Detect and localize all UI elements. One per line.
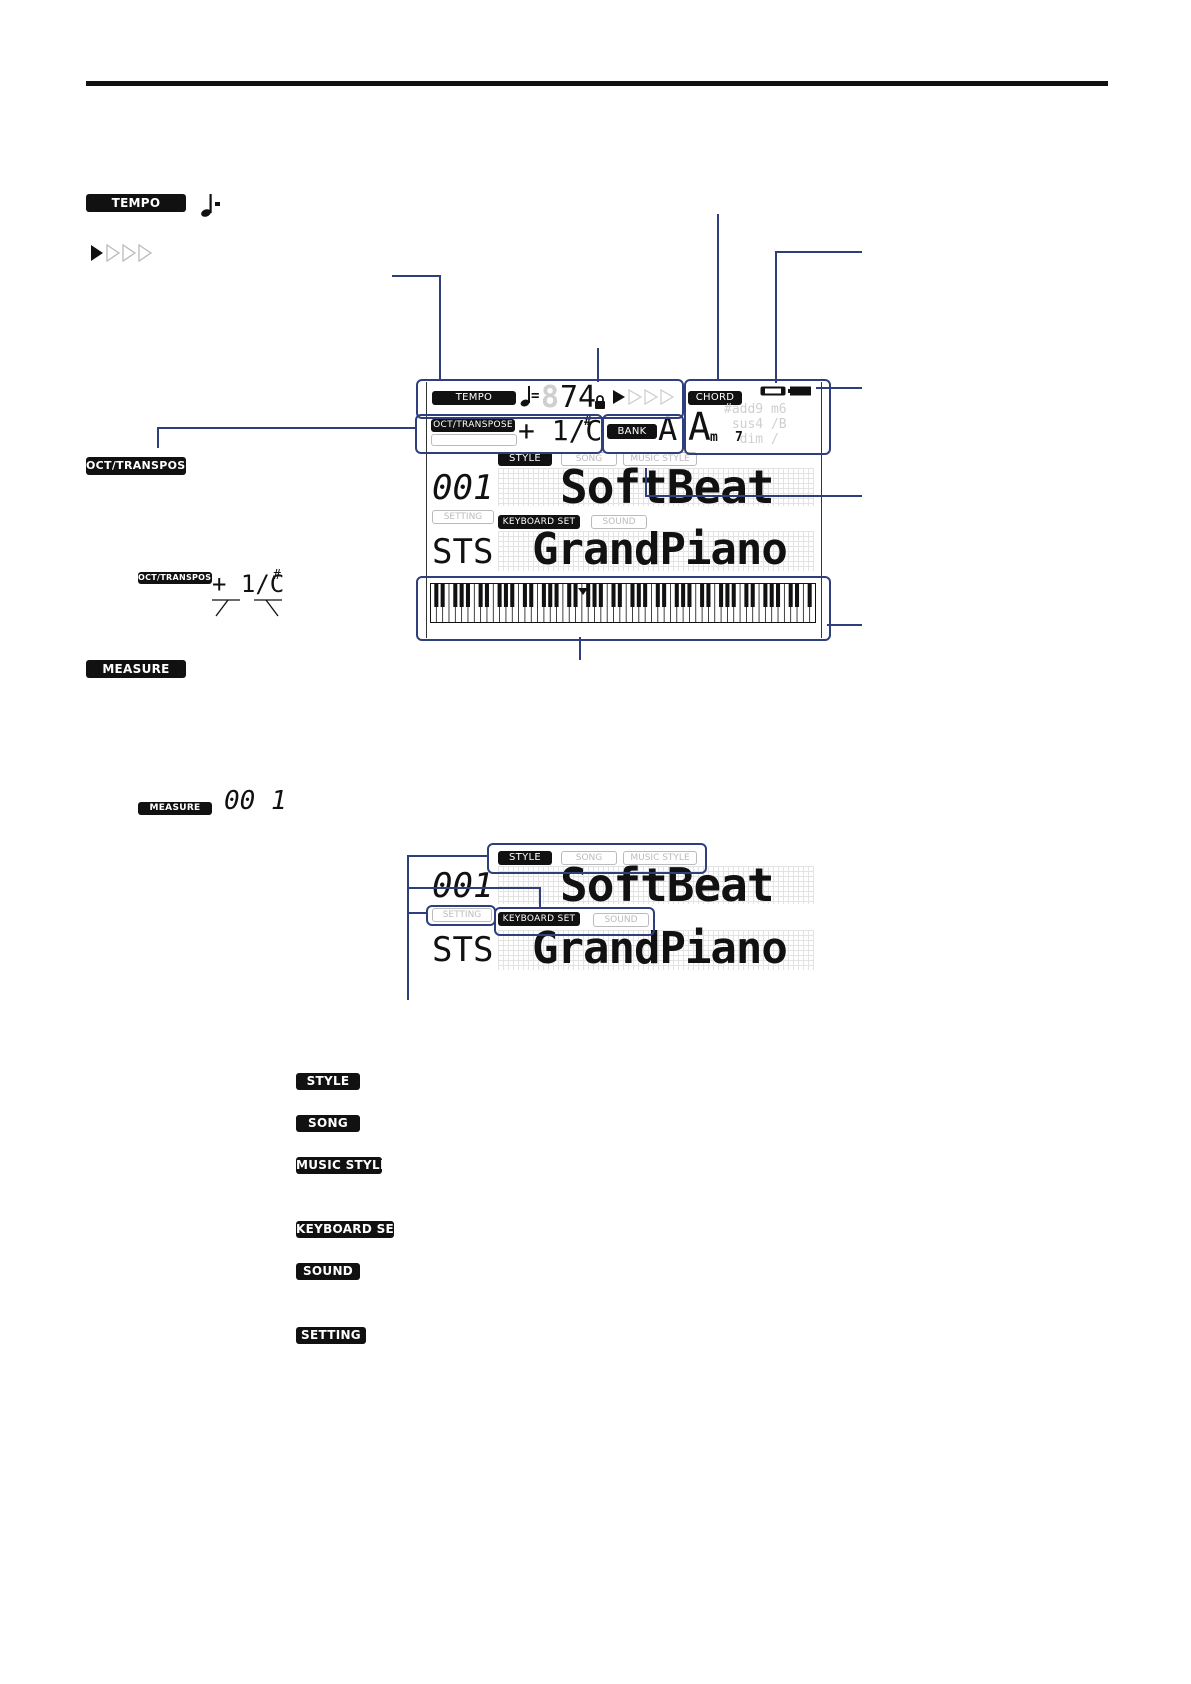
callout-keyboard-box	[416, 576, 831, 641]
lcd-chord-seventh: 7	[735, 430, 743, 445]
lcd-bank-value: A	[658, 410, 678, 448]
lcd-octave-value: + 1/C	[518, 414, 603, 447]
callout-bank-box	[602, 414, 684, 454]
octave-example-sharp: #	[273, 568, 281, 583]
lcd-chord-minor: m	[710, 430, 718, 445]
lcd-tempo-badge: TEMPO	[432, 391, 516, 405]
measure-example-value: 00 1	[224, 786, 287, 816]
lcd-keyboard-graphic	[430, 583, 816, 623]
lcd-beat-indicator-icon	[612, 388, 675, 406]
legend-song-badge: SONG	[296, 1115, 360, 1132]
detail-style-name: SoftBeat	[560, 858, 775, 912]
legend-setting-badge: SETTING	[296, 1327, 366, 1344]
legend-style-badge: STYLE	[296, 1073, 360, 1090]
lcd-set-number: STS	[432, 532, 494, 572]
legend-music-style-badge: MUSIC STYLE	[296, 1157, 389, 1174]
oct-transpose-small-badge: OCT/TRANSPOSE	[138, 572, 218, 584]
lcd-keyboard-set-badge: KEYBOARD SET	[498, 515, 580, 529]
lcd-oct-transpose-badge: OCT/TRANSPOSE	[431, 419, 515, 432]
detail-setting-badge: SETTING	[432, 908, 492, 922]
detail-style-badge: STYLE	[498, 851, 552, 865]
detail-song-badge: SONG	[561, 851, 617, 865]
lcd-note-equals: =	[531, 388, 540, 404]
lcd-sound-badge-ghost: SOUND	[591, 515, 647, 529]
detail-style-callout-box	[487, 843, 707, 874]
callout-chord-box	[684, 379, 831, 455]
lcd-style-name: SoftBeat	[560, 460, 775, 514]
octave-example-value: + 1/C	[212, 570, 285, 598]
measure-badge: MEASURE	[86, 660, 186, 678]
lcd-octave-sharp: #	[584, 414, 592, 428]
detail-style-number: 001	[432, 866, 494, 906]
legend-sound-badge: SOUND	[296, 1263, 360, 1280]
lcd-panel-outline	[426, 382, 822, 638]
detail-sound-dotmatrix	[498, 930, 814, 970]
keyboard-marker-icon	[578, 581, 588, 595]
measure-small-badge: MEASURE	[138, 802, 212, 815]
lcd-tempo-value: 74	[560, 380, 597, 415]
lcd-tempo-ghost-digit: 8	[541, 380, 560, 415]
lcd-bank-badge: BANK	[607, 424, 657, 439]
octave-example-pointers	[210, 594, 285, 618]
detail-setting-callout-box	[426, 905, 496, 926]
lcd-lock-icon	[594, 394, 606, 409]
lcd-chord-badge: CHORD	[688, 391, 742, 405]
callout-tempo-box	[416, 379, 684, 419]
detail-sound-name: GrandPiano	[532, 923, 788, 974]
lcd-chord-ghost-segments: #add9 m6 sus4 /B dim /	[724, 402, 787, 447]
detail-set-number: STS	[432, 930, 494, 970]
lcd-sound-name: GrandPiano	[532, 524, 788, 575]
tempo-badge: TEMPO	[86, 194, 186, 212]
lcd-chord-root: A	[688, 405, 711, 449]
lcd-sound-dotmatrix	[498, 531, 814, 571]
battery-icon	[788, 381, 812, 396]
lcd-style-badge: STYLE	[498, 452, 552, 466]
oct-transpose-badge: OCT/TRANSPOSE	[86, 457, 193, 475]
detail-sound-badge: SOUND	[593, 913, 649, 927]
beat-indicator-icon	[90, 243, 158, 263]
lcd-setting-badge-ghost: SETTING	[432, 510, 494, 524]
lcd-style-dotmatrix	[498, 468, 814, 506]
top-rule	[86, 81, 1108, 86]
legend-keyboard-set-badge: KEYBOARD SET	[296, 1221, 403, 1238]
lcd-note-icon	[520, 384, 540, 408]
lcd-style-number: 001	[432, 468, 494, 508]
lcd-oct-sub-ghost	[431, 434, 517, 446]
detail-keyboard-set-badge: KEYBOARD SET	[498, 912, 580, 926]
usb-icon	[760, 381, 786, 396]
note-icon	[200, 192, 226, 218]
detail-music-style-badge: MUSIC STYLE	[623, 851, 697, 865]
